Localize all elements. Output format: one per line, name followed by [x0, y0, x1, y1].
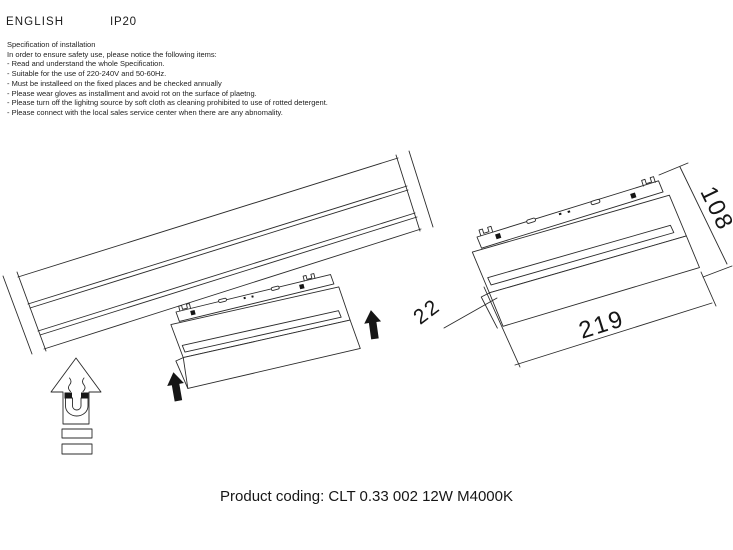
panel-bump — [271, 286, 279, 291]
spec-item: - Please turn off the lighitng source by… — [7, 98, 328, 108]
solid-up-arrow-icon — [364, 310, 382, 340]
track-rail-line — [44, 229, 421, 349]
horseshoe-magnet-icon — [66, 398, 89, 416]
connector-square — [630, 192, 637, 199]
language-label: ENGLISH — [6, 16, 65, 28]
spec-item: - Please connect with the local sales se… — [7, 107, 283, 117]
panel-dot — [558, 212, 562, 216]
track-rail-line — [38, 213, 415, 331]
panel-bump — [218, 298, 226, 303]
magnetic-field-squiggle — [83, 378, 86, 392]
fixture-base — [489, 230, 699, 330]
dim-length-label: 219 — [576, 305, 628, 345]
spring-clip-icon — [642, 177, 656, 186]
track-rail-line — [18, 158, 398, 277]
magnet-up-arrow-icon — [51, 358, 101, 454]
magnet-pole — [64, 392, 72, 399]
product-coding: Product coding: CLT 0.33 002 12W M4000K — [220, 488, 513, 505]
magnet-strip — [62, 444, 92, 454]
dim-thickness-label: 22 — [409, 294, 445, 329]
light-fixture-small — [163, 266, 360, 393]
spec-item: - Must be installeed on the fixed places… — [7, 78, 222, 88]
magnetic-field-squiggle — [68, 378, 71, 392]
track-rail-line — [28, 186, 407, 304]
extension-line — [659, 163, 688, 175]
solid-up-arrow-icon — [167, 372, 184, 402]
panel-dot — [567, 210, 571, 214]
panel-bump — [591, 199, 601, 205]
mounting-track — [3, 151, 433, 354]
track-rail-line — [40, 217, 417, 335]
magnet-strip — [62, 429, 92, 438]
dimension-line — [515, 303, 712, 365]
fixture-base-step — [481, 293, 500, 330]
extension-line — [701, 272, 716, 306]
spring-clip-icon — [303, 274, 315, 282]
track-end-cap — [3, 276, 32, 354]
spring-clip-icon — [179, 304, 191, 312]
track-rail-line — [30, 190, 408, 308]
specification-block: Specification of installation In order t… — [7, 40, 427, 118]
fixture-base-step — [175, 358, 190, 390]
track-end-cap — [17, 272, 46, 351]
connector-square — [190, 309, 196, 316]
spec-intro: In order to ensure safety use, please no… — [7, 49, 217, 59]
panel-dot — [243, 296, 246, 300]
connector-square — [495, 232, 502, 240]
fixture-light-aperture — [488, 220, 674, 290]
spec-title: Specification of installation — [7, 40, 96, 49]
magnet-pole — [81, 392, 89, 399]
fixture-base — [180, 316, 360, 392]
spring-clip-icon — [479, 226, 493, 235]
spec-item: - Suitable for the use of 220-240V and 5… — [7, 69, 167, 79]
connector-square — [299, 283, 305, 290]
spec-item: - Please wear gloves as installment and … — [7, 88, 257, 98]
panel-dot — [251, 295, 254, 298]
dimension-thickness-22: 22 — [409, 294, 497, 329]
dimension-line — [680, 167, 727, 264]
arrow-outline — [51, 358, 101, 424]
light-fixture-large — [462, 170, 700, 333]
leader-line — [444, 298, 497, 328]
extension-line — [484, 287, 520, 367]
extension-line — [703, 266, 732, 277]
track-end-cap — [396, 155, 420, 231]
panel-bump — [526, 218, 536, 224]
track-end-cap — [409, 151, 433, 227]
spec-item: - Read and understand the whole Specific… — [7, 59, 165, 69]
fixture-light-aperture — [182, 307, 341, 357]
ip-rating-label: IP20 — [110, 16, 137, 28]
